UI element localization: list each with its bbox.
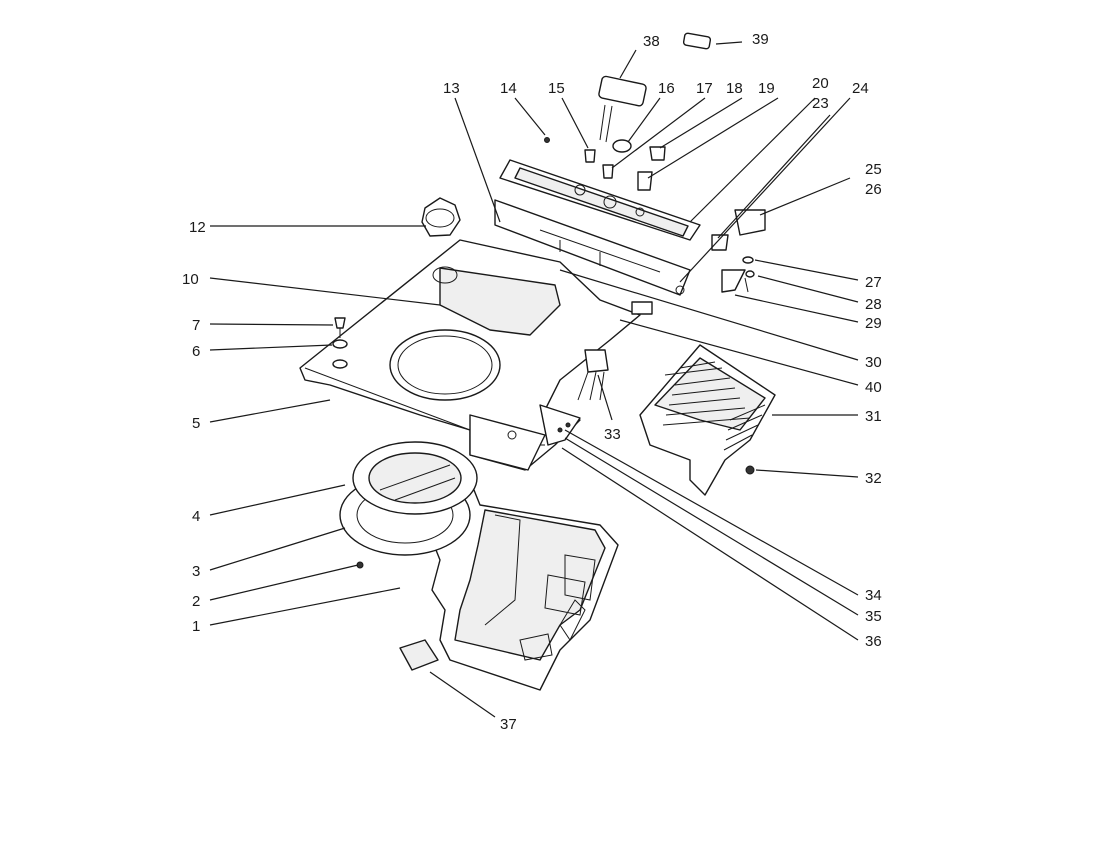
control-rods [561,429,859,641]
callout-33: 33 [604,426,621,443]
bolt-and-washer [332,317,348,369]
screw-14 [544,137,550,143]
grommet-15 [584,149,596,163]
foot-pad [399,639,439,671]
callout-6: 6 [192,343,200,360]
callout-5: 5 [192,415,200,432]
callout-1: 1 [192,618,200,635]
switch-19 [637,171,653,191]
clip-29 [721,269,746,293]
nut-32 [745,465,755,475]
ring-16 [612,139,632,153]
small-hardware [544,32,766,293]
callout-36: 36 [865,633,882,650]
knob-18 [649,146,666,161]
fuel-cap [421,197,461,237]
nut-28 [745,270,755,278]
callout-35: 35 [865,608,882,625]
bracket-25 [734,209,766,236]
callout-19: 19 [758,80,775,97]
callout-15: 15 [548,80,565,97]
vent-grille [662,361,766,451]
callout-17: 17 [696,80,713,97]
callout-38: 38 [643,33,660,50]
callout-39: 39 [752,31,769,48]
callout-23: 23 [812,95,829,112]
callout-29: 29 [865,315,882,332]
callout-4: 4 [192,508,200,525]
wire-harness [577,349,609,401]
adapter-ring [352,441,478,569]
battery-cover [639,344,776,496]
callout-20: 20 [812,75,829,92]
callout-3: 3 [192,563,200,580]
callout-24: 24 [852,80,869,97]
callout-28: 28 [865,296,882,313]
lower-housing [427,469,619,691]
callout-32: 32 [865,470,882,487]
callout-30: 30 [865,354,882,371]
callout-7: 7 [192,317,200,334]
key-24 [711,234,729,251]
upper-panel [299,239,641,471]
headlight [598,75,647,107]
callout-26: 26 [865,181,882,198]
control-panel [494,159,701,315]
callout-27: 27 [865,274,882,291]
callout-12: 12 [189,219,206,236]
callout-31: 31 [865,408,882,425]
bulb [682,32,712,50]
callout-10: 10 [182,271,199,288]
callout-40: 40 [865,379,882,396]
callout-labels: 1 2 3 4 5 6 7 10 12 13 14 15 16 17 18 19… [182,31,882,733]
callout-37: 37 [500,716,517,733]
washer-27 [742,256,754,264]
callout-18: 18 [726,80,743,97]
callout-13: 13 [443,80,460,97]
leader-lines [209,41,859,718]
callout-16: 16 [658,80,675,97]
callout-14: 14 [500,80,517,97]
knob-17 [602,164,614,179]
callout-25: 25 [865,161,882,178]
callout-2: 2 [192,593,200,610]
callout-34: 34 [865,587,882,604]
